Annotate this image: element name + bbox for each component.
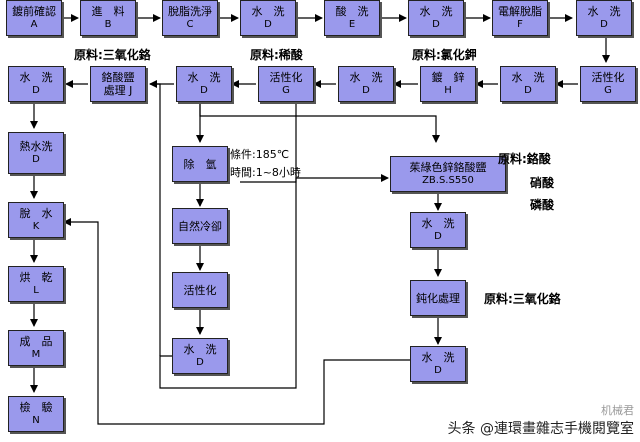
step-label: 水 洗 [187, 71, 221, 84]
step-label: 水 洗 [251, 5, 285, 18]
step-label: 自然冷卻 [178, 219, 222, 233]
step-code: C [186, 19, 194, 30]
step-code: L [33, 285, 39, 296]
step-label: 檢 驗 [19, 401, 53, 414]
step-code: D [432, 19, 440, 30]
note-raw-zbs-3: 磷酸 [530, 198, 555, 212]
step-label: 水 洗 [183, 343, 217, 356]
step-label: 成 品 [19, 335, 53, 348]
step-code: N [32, 415, 40, 426]
step-label: 活性化 [591, 71, 625, 84]
step-code: K [32, 221, 40, 232]
passivate-box: 鈍化處理 [410, 280, 466, 316]
step-code: E [348, 19, 356, 30]
step-label: 鈍化處理 [416, 291, 460, 305]
arrow [63, 218, 410, 425]
note-condition: 條件:185℃ [230, 148, 290, 161]
zbs-box: 茱綠色鋅鉻酸鹽 ZB.S.S550 [390, 156, 506, 192]
step-D8-box: 熱水洗 D [8, 132, 64, 174]
note-raw-g: 原料:稀酸 [250, 48, 303, 62]
activate-box: 活性化 [172, 272, 228, 308]
step-code: G [604, 85, 612, 96]
wash-d-center-box: 水 洗 D [172, 338, 228, 374]
step-label: 茱綠色鋅鉻酸鹽 [409, 161, 487, 174]
watermark-text: 头条 @連環畫雜志手機閱覽室 [447, 421, 634, 437]
step-G2-box: 活性化 G [258, 66, 314, 102]
step-code: D [434, 231, 442, 242]
note-raw-j: 原料:三氧化鉻 [74, 48, 151, 62]
step-N-box: 檢 驗 N [8, 396, 64, 432]
step-code: D [434, 365, 442, 376]
step-label: 除 氫 [183, 157, 217, 171]
step-code: M [31, 349, 41, 360]
step-code: G [282, 85, 290, 96]
natural-cool-box: 自然冷卻 [172, 208, 228, 244]
arrow [199, 104, 440, 143]
arrow [159, 83, 300, 389]
step-M-box: 成 品 M [8, 330, 64, 366]
step-code: H [444, 85, 452, 96]
step-label: 水 洗 [421, 351, 455, 364]
step-B-box: 進 料 B [80, 0, 136, 36]
step-D6-box: 水 洗 D [176, 66, 232, 102]
step-code: A [30, 19, 38, 30]
step-code: D [600, 19, 608, 30]
step-label: 進 料 [91, 5, 125, 18]
step-H-box: 鍍 鋅 H [420, 66, 476, 102]
step-label: 鉻酸鹽 [101, 71, 135, 84]
step-G1-box: 活性化 G [580, 66, 636, 102]
step-label: 電解脫脂 [498, 5, 542, 18]
step-label: 水 洗 [511, 71, 545, 84]
step-K-box: 脫 水 K [8, 202, 64, 238]
step-label: 活性化 [183, 283, 217, 297]
wash-d-right2-box: 水 洗 D [410, 346, 466, 382]
note-raw-h: 原料:氯化鉀 [412, 48, 477, 62]
note-time: 時間:1~8小時 [230, 166, 301, 179]
step-code: D [264, 19, 272, 30]
step-label: 鍍前確認 [12, 5, 56, 18]
step-A-box: 鍍前確認 A [6, 0, 62, 36]
step-label: 水 洗 [19, 71, 53, 84]
step-code: D [196, 357, 204, 368]
step-D2-box: 水 洗 D [408, 0, 464, 36]
step-label: 水 洗 [419, 5, 453, 18]
step-code: D [200, 85, 208, 96]
step-label: 脫脂洗淨 [168, 5, 212, 18]
step-D4-box: 水 洗 D [500, 66, 556, 102]
step-F-box: 電解脫脂 F [492, 0, 548, 36]
step-code: D [524, 85, 532, 96]
step-label: 活性化 [269, 71, 303, 84]
step-label: 水 洗 [587, 5, 621, 18]
step-C-box: 脫脂洗淨 C [162, 0, 218, 36]
note-raw-passivate: 原料:三氧化鉻 [484, 292, 561, 306]
step-code: ZB.S.S550 [422, 175, 474, 186]
step-label: 烘 乾 [19, 271, 53, 284]
note-raw-zbs-1: 原料:鉻酸 [498, 152, 551, 166]
step-E-box: 酸 洗 E [324, 0, 380, 36]
wash-d-right1-box: 水 洗 D [410, 212, 466, 248]
step-label: 熱水洗 [19, 140, 53, 153]
step-D7-box: 水 洗 D [8, 66, 64, 102]
dehydrogen-box: 除 氫 [172, 146, 228, 182]
note-raw-zbs-2: 硝酸 [530, 176, 555, 190]
step-D3-box: 水 洗 D [576, 0, 632, 36]
step-code: D [32, 85, 40, 96]
watermark-logo: 机械君 [601, 404, 634, 417]
step-code: B [104, 19, 112, 30]
step-label: 脫 水 [19, 207, 53, 220]
step-D1-box: 水 洗 D [240, 0, 296, 36]
step-label-line2: 處理 J [103, 84, 133, 97]
step-label: 水 洗 [349, 71, 383, 84]
step-code: D [32, 154, 40, 165]
step-code: D [362, 85, 370, 96]
step-J-box: 鉻酸鹽 處理 J [90, 66, 146, 102]
arrow [150, 83, 161, 356]
step-code: F [517, 19, 523, 30]
step-label: 水 洗 [421, 217, 455, 230]
step-label: 酸 洗 [335, 5, 369, 18]
step-L-box: 烘 乾 L [8, 266, 64, 302]
step-D5-box: 水 洗 D [338, 66, 394, 102]
step-label: 鍍 鋅 [431, 71, 465, 84]
